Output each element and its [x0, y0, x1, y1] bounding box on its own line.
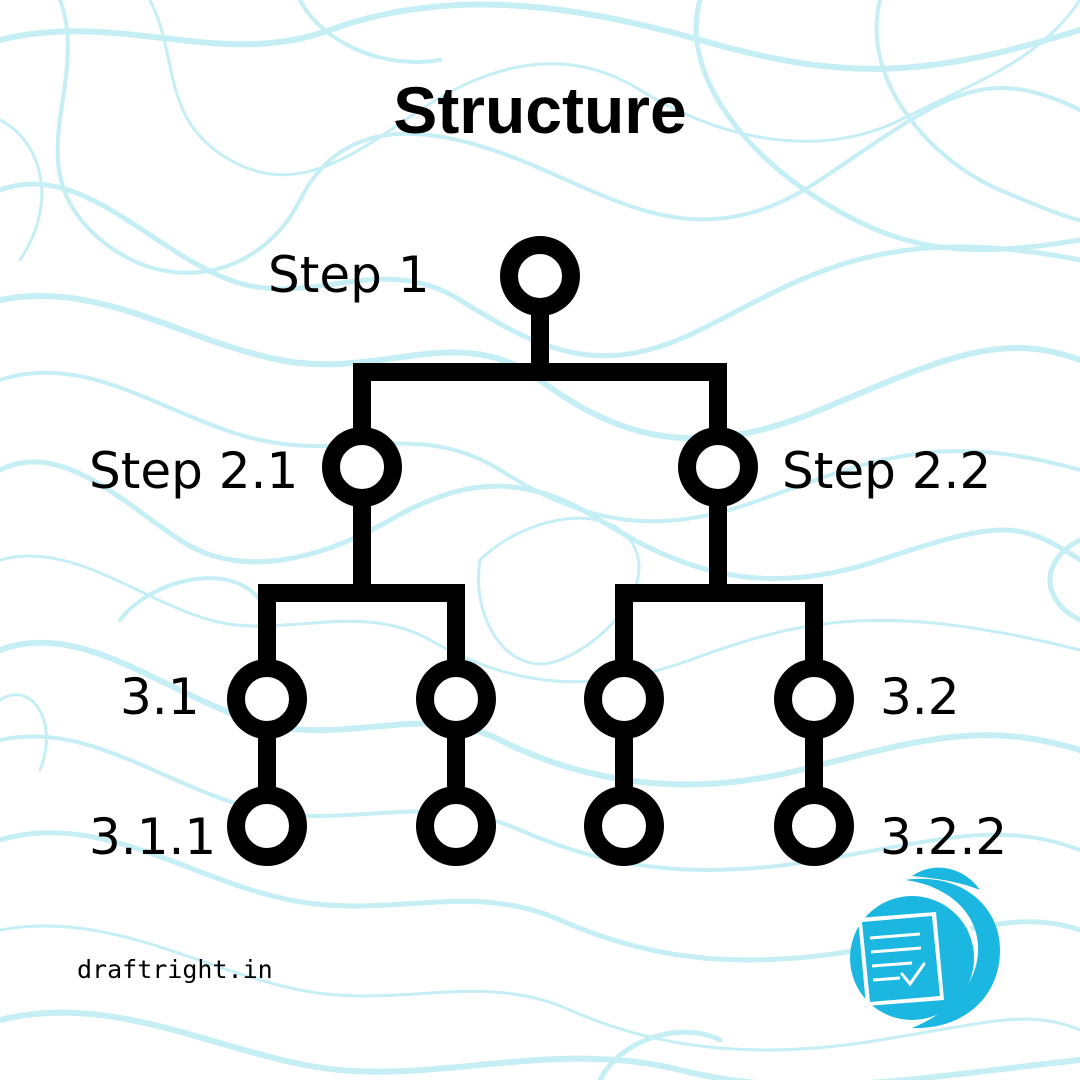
node-3-2a — [584, 659, 664, 739]
label-step2-1: Step 2.1 — [89, 442, 299, 500]
bracket-level2 — [353, 363, 727, 430]
node-3-1-1 — [227, 786, 307, 866]
label-3-2: 3.2 — [880, 668, 960, 726]
diagram-title: Structure — [393, 73, 687, 147]
label-3-1: 3.1 — [120, 668, 200, 726]
bracket-step2-1 — [258, 584, 465, 662]
node-step2-1 — [322, 427, 402, 507]
node-3-2-1 — [584, 786, 664, 866]
label-step2-2: Step 2.2 — [782, 442, 992, 500]
bracket-step2-2 — [615, 584, 823, 662]
website-url: draftright.in — [77, 955, 273, 984]
node-step1 — [500, 236, 580, 316]
node-3-1b — [416, 659, 496, 739]
label-step1: Step 1 — [268, 246, 430, 304]
node-3-2-2 — [774, 786, 854, 866]
node-3-1-2 — [416, 786, 496, 866]
node-step2-2 — [678, 427, 758, 507]
label-3-1-1: 3.1.1 — [89, 808, 217, 866]
label-3-2-2: 3.2.2 — [880, 808, 1008, 866]
node-3-1 — [227, 659, 307, 739]
node-3-2 — [774, 659, 854, 739]
